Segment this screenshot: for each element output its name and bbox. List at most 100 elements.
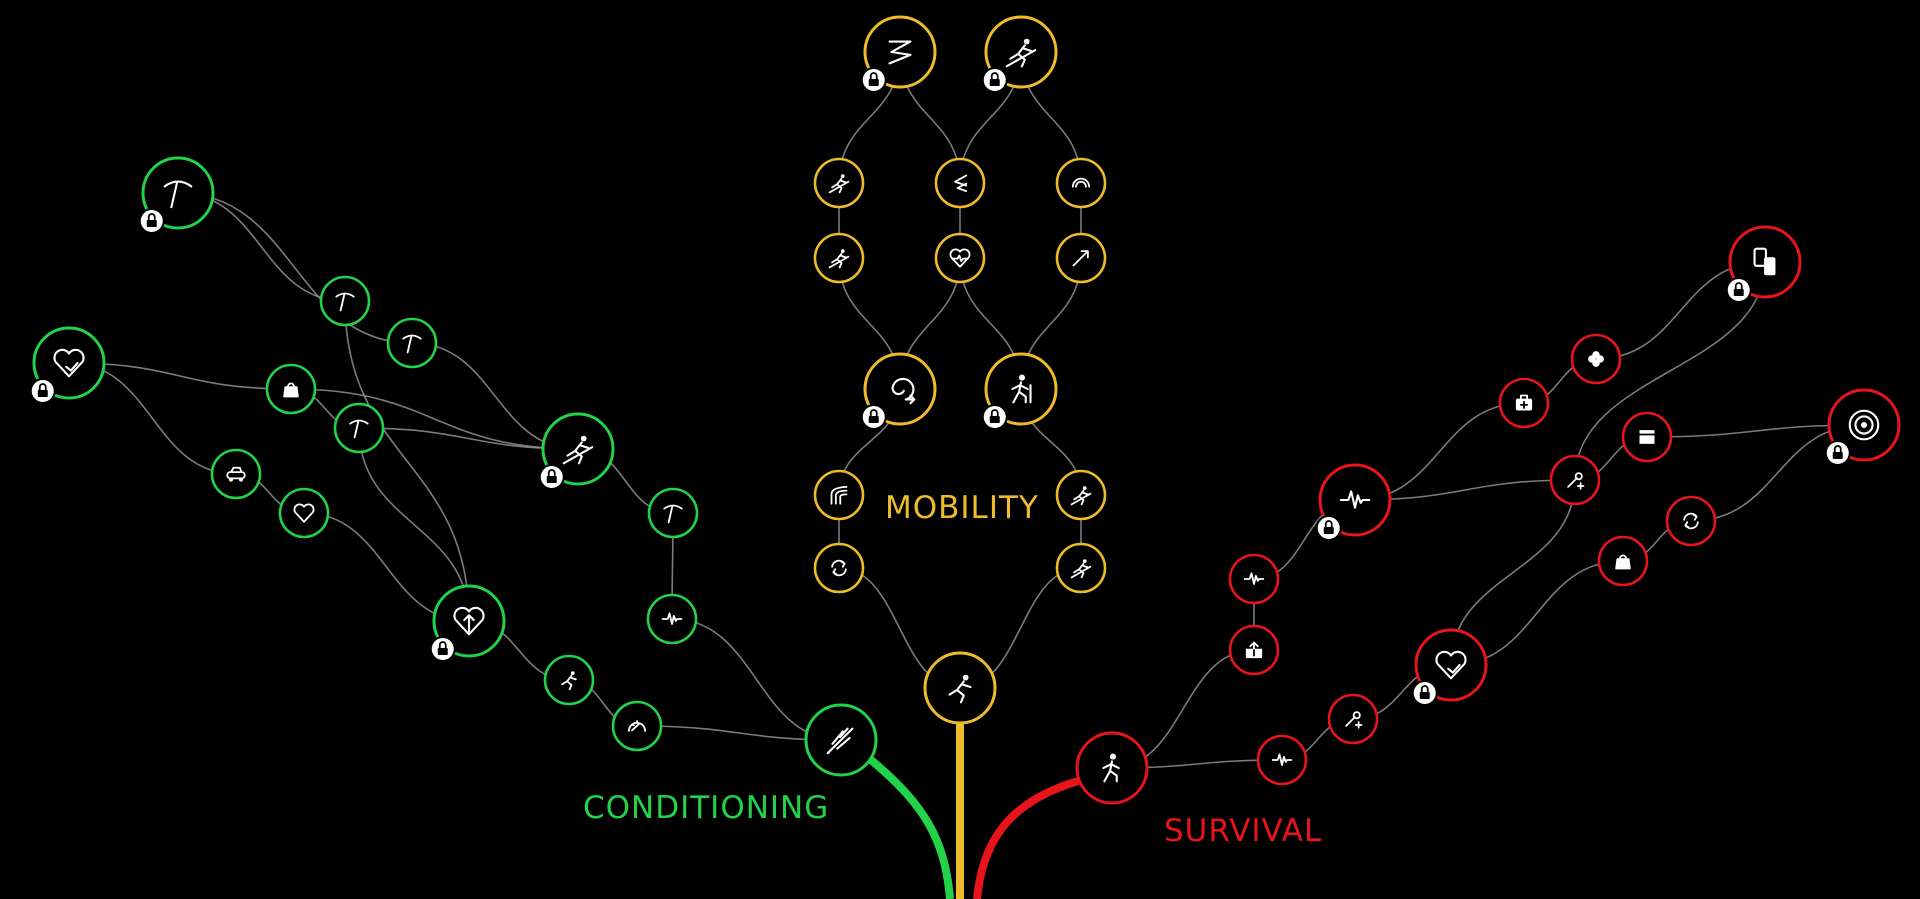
- skill-node-c-heart-small[interactable]: [278, 487, 330, 539]
- pulse-icon: [1271, 753, 1293, 766]
- skill-link: [1354, 479, 1576, 501]
- swirl-arrow-icon: [891, 377, 916, 405]
- trunk-survival: [973, 777, 1080, 899]
- skill-node-s-clover[interactable]: [1570, 333, 1622, 385]
- skill-node-m-rainbow[interactable]: [1055, 157, 1107, 209]
- devices-icon: [1753, 247, 1776, 276]
- skill-node-s-medkit[interactable]: [1498, 377, 1550, 429]
- skill-node-m-slide-4[interactable]: [1055, 542, 1107, 594]
- skill-node-c-root[interactable]: [804, 703, 878, 777]
- skill-node-c-heart-arrows[interactable]: [429, 584, 506, 662]
- skill-node-m-walker[interactable]: [981, 352, 1058, 430]
- skill-node-ring: [647, 487, 699, 539]
- skill-node-c-skater[interactable]: [538, 412, 615, 490]
- skater-icon: [562, 435, 594, 465]
- skill-node-ring: [863, 352, 937, 426]
- heart-refresh-icon: [1435, 650, 1467, 680]
- skill-node-s-wrench-1[interactable]: [1549, 454, 1601, 506]
- lock-icon: [981, 67, 1008, 93]
- lock-icon: [860, 67, 887, 93]
- vehicle-icon: [226, 466, 246, 482]
- skill-node-s-upload[interactable]: [1228, 624, 1280, 676]
- skill-node-ring: [141, 156, 215, 230]
- slide-icon: [828, 249, 850, 269]
- skill-node-ring: [210, 448, 262, 500]
- skill-node-c-pulse[interactable]: [646, 593, 698, 645]
- skill-node-s-heart[interactable]: [1411, 628, 1488, 706]
- skill-node-m-root[interactable]: [923, 651, 997, 725]
- skill-node-m-arrow[interactable]: [1055, 232, 1107, 284]
- skill-node-ring: [1055, 157, 1107, 209]
- skill-link: [290, 388, 579, 450]
- lock-icon: [860, 404, 887, 430]
- medkit-icon: [1515, 394, 1533, 411]
- skill-node-s-pulse-major[interactable]: [1315, 463, 1392, 541]
- skill-link: [344, 300, 470, 622]
- skill-node-c-climb-top[interactable]: [138, 156, 215, 234]
- skill-node-m-chevron[interactable]: [934, 157, 986, 209]
- runner-icon: [561, 671, 577, 691]
- skill-node-m-cycle[interactable]: [813, 542, 865, 594]
- clover-icon: [1588, 351, 1604, 367]
- skill-node-c-vehicle[interactable]: [210, 448, 262, 500]
- skill-node-c-runner[interactable]: [543, 654, 595, 706]
- slide-icon: [1070, 559, 1092, 579]
- skill-node-c-gauge[interactable]: [611, 700, 663, 752]
- skill-node-s-target[interactable]: [1824, 388, 1901, 466]
- heart-icon: [293, 503, 315, 523]
- branch-label-mobility: MOBILITY: [885, 490, 1039, 526]
- skill-node-ring: [333, 402, 385, 454]
- heart-refresh-icon: [53, 348, 85, 378]
- skill-nodes: [29, 15, 1901, 805]
- pulse-icon: [1339, 490, 1371, 509]
- skill-node-ring: [984, 352, 1058, 426]
- climber-icon: [948, 674, 972, 704]
- crate-icon: [1638, 430, 1656, 444]
- skill-node-s-weight[interactable]: [1597, 535, 1649, 587]
- hiker-icon: [1011, 374, 1032, 404]
- slide-icon: [1005, 38, 1037, 68]
- skill-node-c-heart-top[interactable]: [29, 326, 106, 404]
- lock-icon: [1411, 680, 1438, 706]
- skill-node-ring: [32, 326, 106, 400]
- skill-node-s-wrench-2[interactable]: [1327, 693, 1379, 745]
- zigzag-icon: [888, 40, 912, 65]
- skill-node-m-slide-1[interactable]: [813, 157, 865, 209]
- skill-node-m-slide[interactable]: [981, 15, 1058, 93]
- skill-node-c-pick-3[interactable]: [333, 402, 385, 454]
- cycle-icon: [831, 559, 847, 577]
- skill-node-m-slide-2[interactable]: [813, 232, 865, 284]
- skill-node-s-box[interactable]: [1621, 411, 1673, 463]
- skill-node-ring: [278, 487, 330, 539]
- wrench-plus-icon: [1567, 472, 1585, 490]
- lock-icon: [1725, 277, 1752, 303]
- skill-node-s-cycle[interactable]: [1665, 495, 1717, 547]
- skill-node-ring: [646, 593, 698, 645]
- skill-node-s-root[interactable]: [1075, 731, 1149, 805]
- skill-node-m-zigzag[interactable]: [860, 15, 937, 93]
- skill-node-ring: [1228, 553, 1280, 605]
- skill-node-m-heart[interactable]: [934, 232, 986, 284]
- skill-node-m-lines[interactable]: [813, 469, 865, 521]
- skill-node-c-pick-4[interactable]: [647, 487, 699, 539]
- target-icon: [1848, 409, 1880, 441]
- arrow-up-right-icon: [1072, 250, 1089, 267]
- pickaxe-icon: [163, 180, 193, 209]
- skill-node-m-slide-3[interactable]: [1055, 469, 1107, 521]
- skill-node-s-phone[interactable]: [1725, 225, 1802, 303]
- lock-icon: [1315, 515, 1342, 541]
- branch-label-conditioning: CONDITIONING: [583, 790, 829, 826]
- skill-node-c-weight[interactable]: [265, 363, 317, 415]
- skill-node-c-pick-2[interactable]: [386, 317, 438, 369]
- skill-node-s-pulse-2[interactable]: [1256, 734, 1308, 786]
- pickaxe-icon: [402, 334, 422, 354]
- pulse-icon: [661, 612, 683, 625]
- skill-node-c-pick-1[interactable]: [319, 275, 371, 327]
- walker-icon: [1102, 753, 1120, 783]
- skill-node-m-swirl[interactable]: [860, 352, 937, 430]
- skill-node-s-pulse-1[interactable]: [1228, 553, 1280, 605]
- skill-node-ring: [1665, 495, 1717, 547]
- branch-trunks: [868, 724, 1080, 899]
- pulse-icon: [1243, 572, 1265, 585]
